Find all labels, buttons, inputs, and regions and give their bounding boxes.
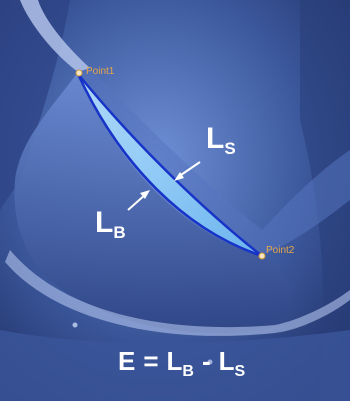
point2-marker xyxy=(259,253,265,259)
eq-term2-main: L xyxy=(219,346,235,376)
eq-minus: - xyxy=(202,346,211,376)
ls-main: L xyxy=(206,122,224,155)
ls-label: LS xyxy=(206,124,236,157)
ls-sub: S xyxy=(224,139,235,158)
point2-label: Point2 xyxy=(266,246,294,256)
seam-dot xyxy=(73,323,78,328)
lb-label: LB xyxy=(95,208,126,241)
eq-term2-sub: S xyxy=(235,363,246,380)
eq-term1-sub: B xyxy=(182,363,194,380)
lb-sub: B xyxy=(113,223,125,242)
eq-equals: = xyxy=(143,346,158,376)
eq-term1-main: L xyxy=(167,346,183,376)
point1-marker xyxy=(76,70,82,76)
eq-lhs: E xyxy=(118,346,135,376)
equation: E=LB-LS xyxy=(118,348,245,380)
point1-label: Point1 xyxy=(86,67,114,77)
lb-main: L xyxy=(95,206,113,239)
